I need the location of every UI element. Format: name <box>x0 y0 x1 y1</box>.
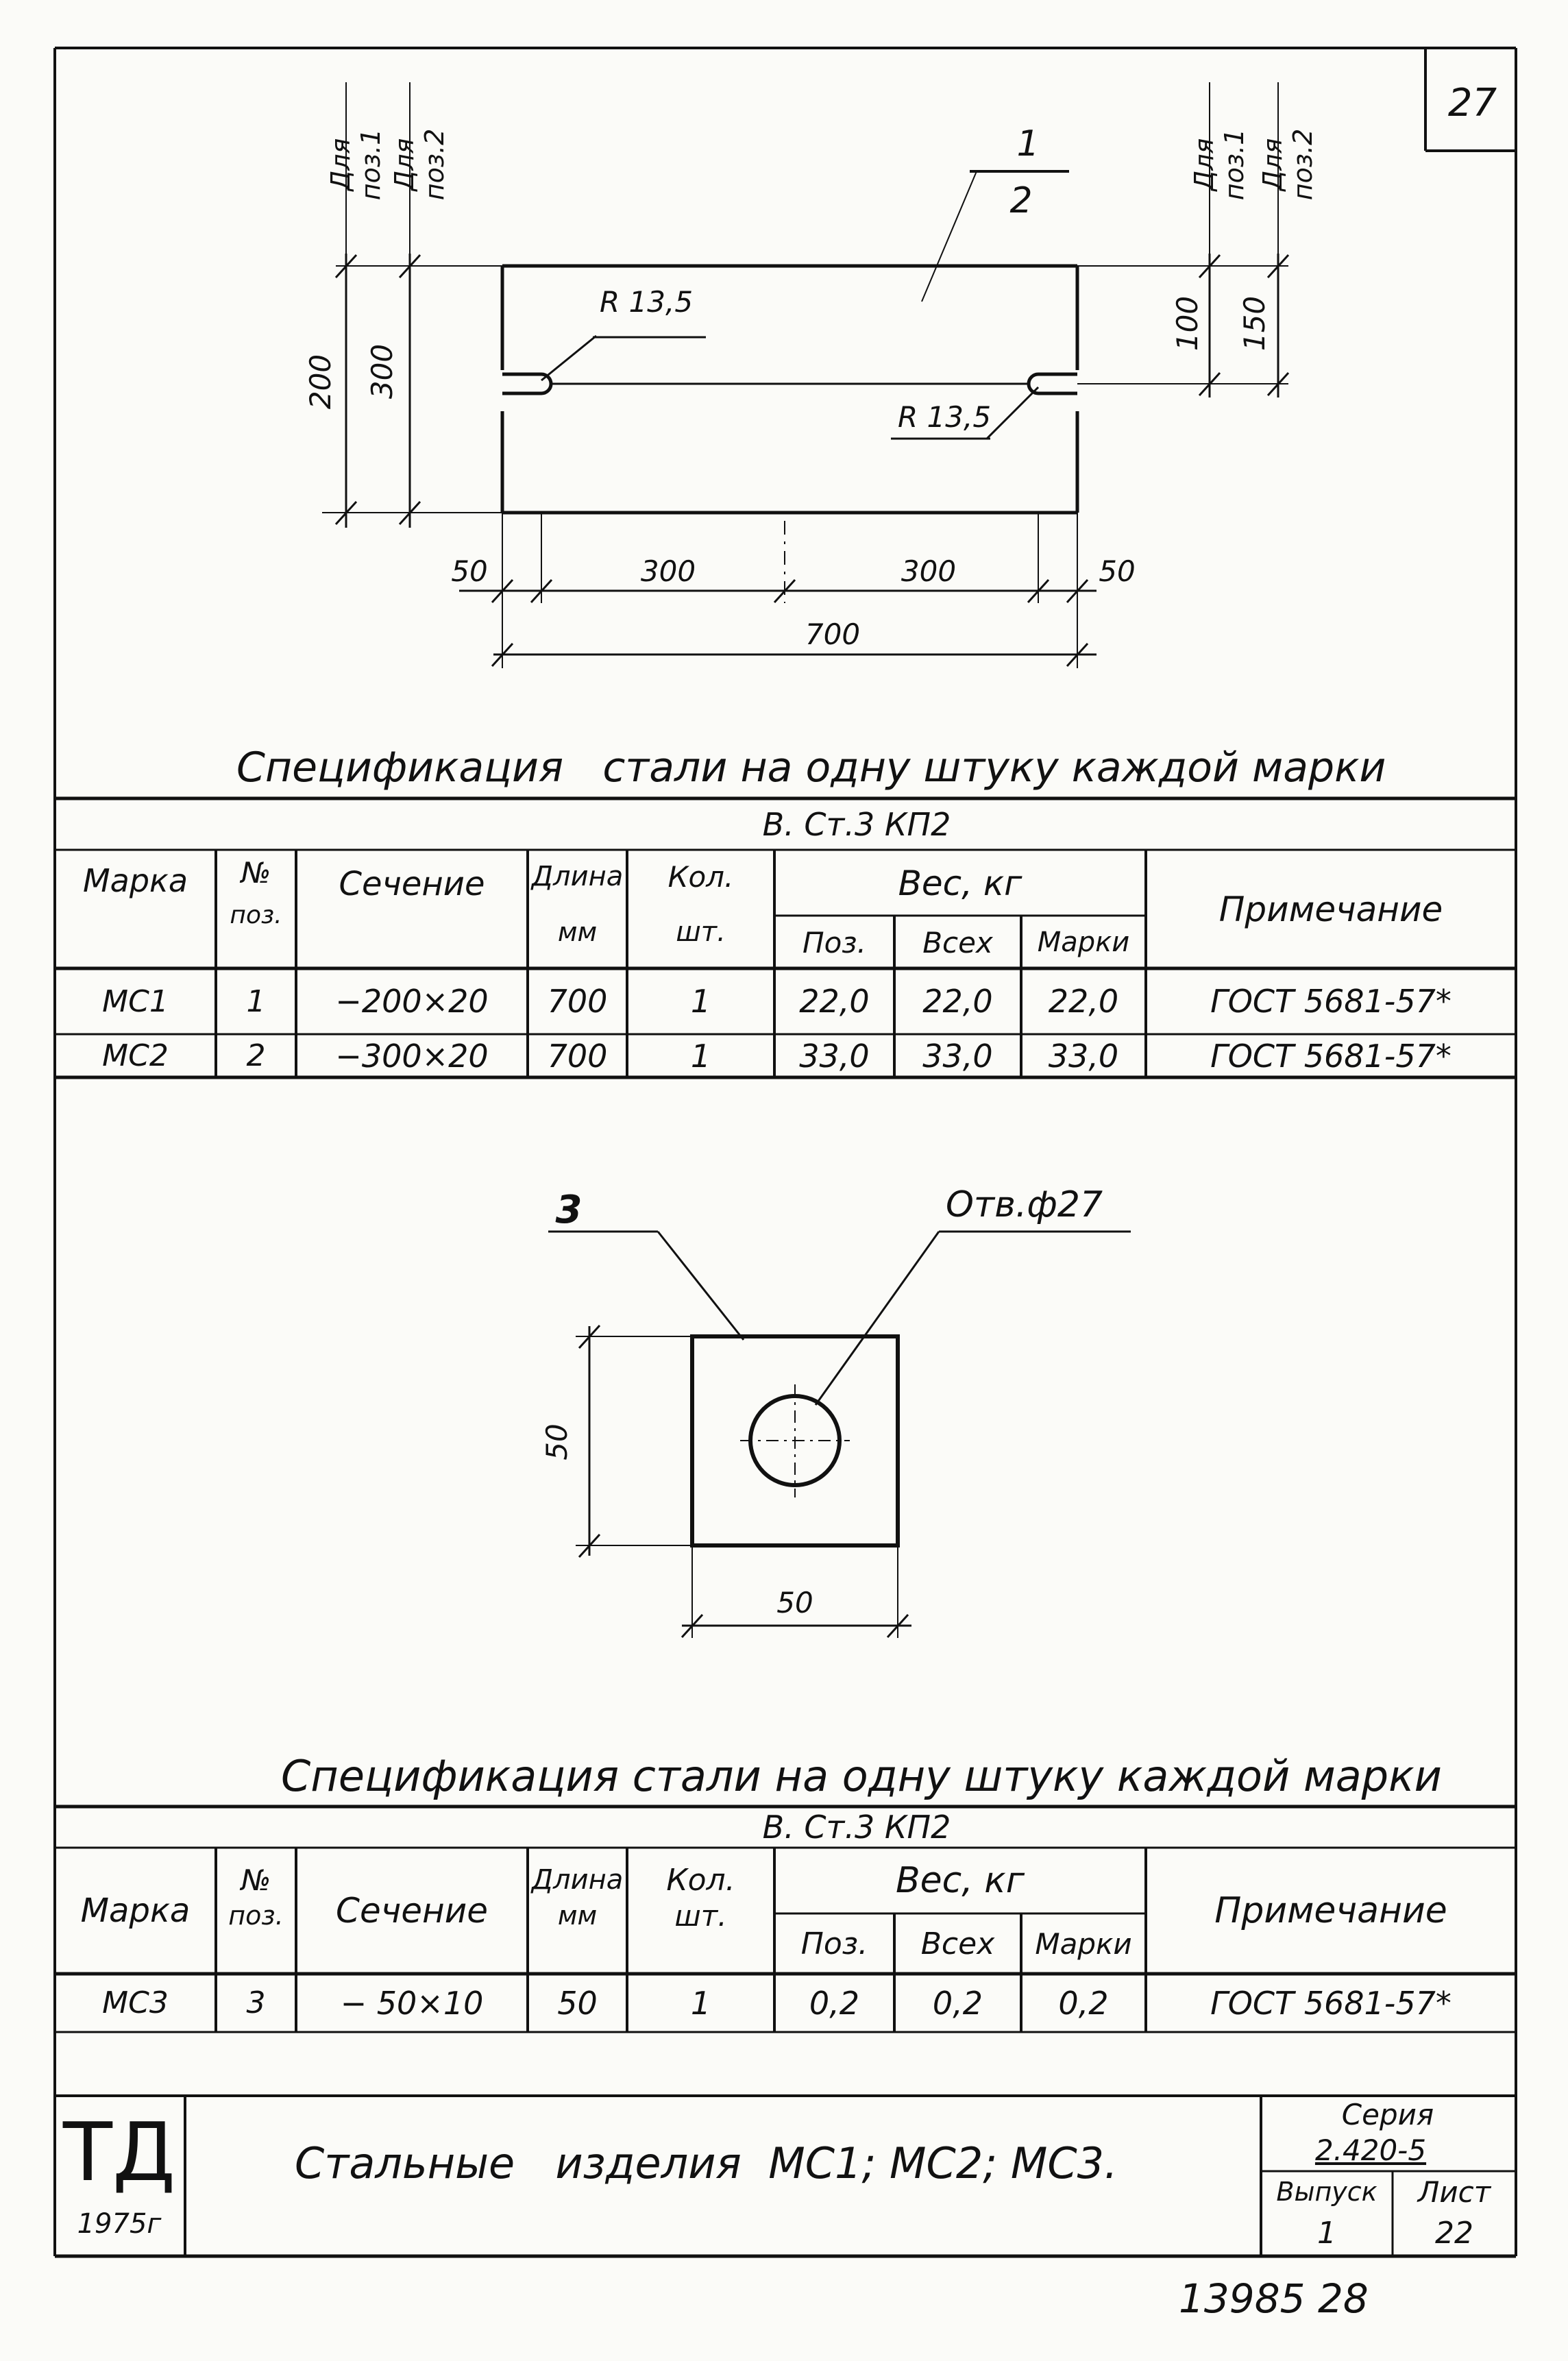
spec2-header-marka: Марка <box>80 1892 191 1930</box>
dim-right-150: 150 <box>1238 295 1271 352</box>
spec2-row1-marka: МС3 <box>102 1985 169 2020</box>
drawing-title: Стальные изделия МС1; МС2; МС3. <box>295 2138 1118 2188</box>
spec2-header-weight: Вес, кг <box>895 1860 1025 1901</box>
spec2-row1-note: ГОСТ 5681-57* <box>1210 1984 1451 2022</box>
spec1-header-section: Сечение <box>339 865 485 903</box>
spec2-row1-length: 50 <box>557 1984 598 2022</box>
sheet-corner-number: 27 <box>1447 80 1497 125</box>
spec1-row1-pos: 1 <box>246 983 266 1019</box>
td-logo: ТД <box>62 2105 176 2199</box>
spec1-row2-note: ГОСТ 5681-57* <box>1210 1037 1451 1075</box>
dim-bottom-50-right: 50 <box>1099 554 1136 588</box>
spec1-header-qty-unit: шт. <box>676 916 726 948</box>
dim-plate-width-50: 50 <box>776 1585 813 1619</box>
dim-bottom-300-right: 300 <box>901 554 957 588</box>
plate-drawing-1 <box>322 82 1290 668</box>
spec1-header-weight: Вес, кг <box>898 864 1022 903</box>
position-number-3: 3 <box>555 1187 583 1232</box>
spec1-row2-section: −300×20 <box>335 1037 489 1075</box>
series-label: Серия <box>1341 2097 1434 2131</box>
dim-label-left-pos2: Для поз.2 <box>389 128 450 201</box>
spec1-row1-qty: 1 <box>690 983 711 1020</box>
spec1-row2-w-all: 33,0 <box>922 1037 993 1075</box>
spec1-header-pos-no2: поз. <box>230 901 282 929</box>
spec1-row1-length: 700 <box>547 983 608 1020</box>
spec2-header-note: Примечание <box>1214 1890 1447 1931</box>
spec1-row2-length: 700 <box>547 1037 608 1075</box>
dim-bottom-300-left: 300 <box>640 554 696 588</box>
dim-plate-height-50: 50 <box>540 1423 574 1460</box>
spec1-header-note: Примечание <box>1218 889 1443 929</box>
spec2-material: В. Ст.3 КП2 <box>762 1809 951 1846</box>
spec1-row2-pos: 2 <box>246 1038 266 1073</box>
spec2-row1-qty: 1 <box>690 1984 711 2022</box>
issue-value: 1 <box>1317 2215 1336 2251</box>
spec1-header-qty: Кол. <box>667 859 734 894</box>
spec1-row2-w-pos: 33,0 <box>799 1037 870 1075</box>
spec1-header-length-unit: мм <box>557 917 598 947</box>
position-number-bottom: 2 <box>1009 180 1033 221</box>
spec2-header-w-mark: Марки <box>1035 1926 1132 1961</box>
spec1-header-w-mark: Марки <box>1037 927 1130 958</box>
spec1-header-pos-no: № <box>241 855 271 890</box>
spec1-title: Спецификация стали на одну штуку каждой … <box>236 744 1386 792</box>
radius-label-right: R 13,5 <box>898 400 992 434</box>
spec1-row1-w-mark: 22,0 <box>1048 983 1119 1020</box>
dim-total-700: 700 <box>805 617 861 651</box>
spec2-row1-w-mark: 0,2 <box>1058 1984 1109 2022</box>
spec2-header-pos-no: № <box>241 1863 271 1897</box>
dim-label-right-pos2: Для поз.2 <box>1258 128 1318 201</box>
spec2-header-length-unit: мм <box>557 1900 598 1931</box>
spec1-row2-w-mark: 33,0 <box>1048 1037 1119 1075</box>
spec1-header-length: Длина <box>531 861 624 892</box>
spec1-header-marka: Марка <box>82 862 188 899</box>
spec1-material: В. Ст.3 КП2 <box>762 806 951 843</box>
spec2-row1-w-pos: 0,2 <box>809 1984 860 2022</box>
dim-bottom-50-left: 50 <box>451 554 488 588</box>
spec1-row1-section: −200×20 <box>335 983 489 1020</box>
spec1-header-w-all: Всех <box>922 925 993 959</box>
sheet-value: 22 <box>1435 2215 1473 2251</box>
spec2-header-qty-unit: шт. <box>674 1898 727 1933</box>
sheet-label: Лист <box>1417 2175 1491 2209</box>
spec1-row1-note: ГОСТ 5681-57* <box>1210 983 1451 1020</box>
spec2-title: Спецификация стали на одну штуку каждой … <box>281 1751 1442 1801</box>
spec2-header-w-pos: Поз. <box>800 1926 868 1961</box>
position-number-top: 1 <box>1016 123 1040 164</box>
dim-label-left-pos1: Для поз.1 <box>326 128 386 201</box>
spec2-header-length: Длина <box>531 1864 624 1896</box>
spec1-header-w-pos: Поз. <box>803 925 866 959</box>
spec1-row1-marka: МС1 <box>102 983 169 1019</box>
dim-right-100: 100 <box>1171 295 1204 352</box>
series-value: 2.420-5 <box>1314 2133 1427 2167</box>
spec1-row1-w-all: 22,0 <box>922 983 993 1020</box>
spec2-row1-w-all: 0,2 <box>932 1984 983 2022</box>
spec2-row1-pos: 3 <box>246 1985 266 2020</box>
spec2-header-section: Сечение <box>336 1891 488 1931</box>
spec2-header-qty: Кол. <box>666 1862 735 1898</box>
dim-left-200: 200 <box>304 354 337 410</box>
dim-left-300: 300 <box>365 343 399 400</box>
spec1-row2-marka: МС2 <box>102 1038 169 1073</box>
dim-label-right-pos1: Для поз.1 <box>1189 128 1249 201</box>
stamp-number: 13985 28 <box>1179 2275 1369 2322</box>
spec2-header-w-all: Всех <box>920 1926 995 1961</box>
hole-label: Отв.ф27 <box>946 1184 1103 1225</box>
spec2-row1-section: − 50×10 <box>340 1984 484 2022</box>
year-label: 1975г <box>77 2208 162 2240</box>
plate-drawing-2 <box>548 1230 1131 1639</box>
spec2-header-pos-no2: поз. <box>228 1900 284 1931</box>
spec1-row1-w-pos: 22,0 <box>799 983 870 1020</box>
spec1-row2-qty: 1 <box>690 1037 711 1075</box>
issue-label: Выпуск <box>1276 2177 1377 2207</box>
radius-label-left: R 13,5 <box>600 285 694 319</box>
